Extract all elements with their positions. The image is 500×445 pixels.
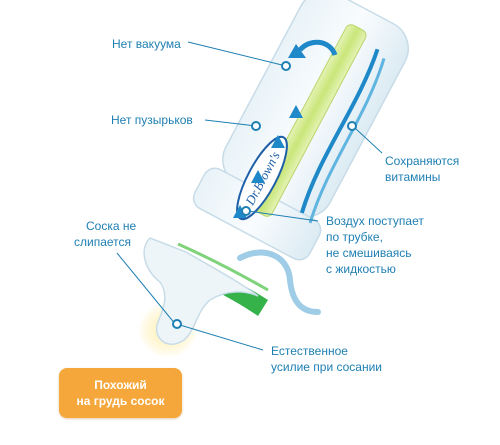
badge-line2: на грудь сосок (76, 394, 165, 408)
callout-vitamins-line2: витамины (385, 170, 441, 184)
return-flow-arrow (237, 249, 321, 315)
callout-effort-line1: Естественное (271, 344, 348, 358)
callout-nipple-line2: слипается (74, 235, 132, 249)
vacuum-flow-arrowhead (288, 44, 306, 58)
callout-air-line2: по трубке, (326, 230, 383, 244)
callout-no-vacuum: Нет вакуума (112, 36, 181, 52)
callout-no-vacuum-text: Нет вакуума (112, 37, 181, 51)
callout-air: Воздух поступает по трубке, не смешиваяс… (326, 213, 424, 277)
callout-leaders (116, 41, 383, 351)
callout-air-line1: Воздух поступает (326, 214, 424, 228)
nipple (143, 237, 259, 345)
callout-nipple: Соска не слипается (74, 218, 137, 250)
callout-air-line3: не смешиваясь (326, 246, 412, 260)
callout-no-bubbles-text: Нет пузырьков (111, 113, 193, 127)
badge-line1: Похожий (94, 378, 147, 392)
callout-markers (172, 61, 357, 329)
callout-vitamins: Сохраняются витамины (385, 153, 459, 185)
callout-vitamins-line1: Сохраняются (385, 154, 460, 168)
vacuum-flow-arrow (298, 39, 338, 57)
callout-effort-line2: усилие при сосании (271, 360, 383, 374)
callout-effort: Естественное усилие при сосании (271, 343, 382, 375)
callout-no-bubbles: Нет пузырьков (111, 112, 193, 128)
callout-nipple-line1: Соска не (86, 219, 137, 233)
callout-air-line4: с жидкостью (326, 262, 396, 276)
breast-like-nipple-badge: Похожий на грудь сосок (59, 368, 182, 418)
